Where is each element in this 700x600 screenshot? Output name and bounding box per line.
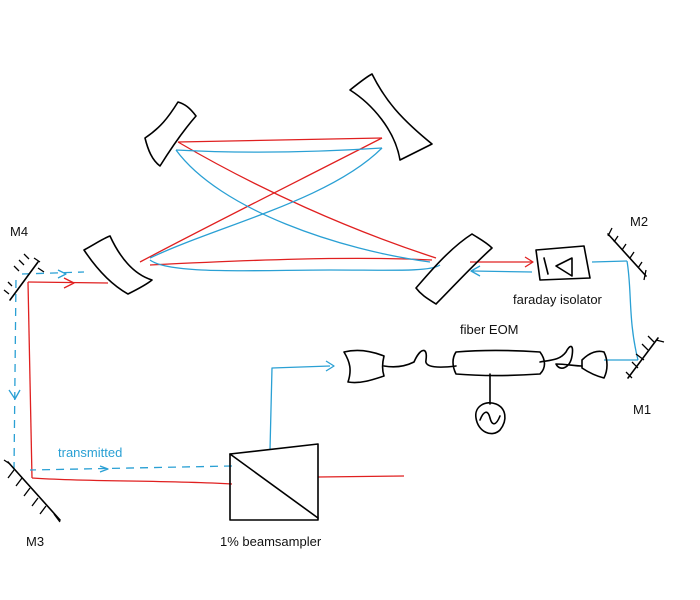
eom-output-coupler [581, 350, 608, 379]
red-cavity-bottom [149, 257, 433, 266]
blue-transmitted-horizontal [29, 465, 233, 471]
eom-fiber-right [539, 345, 583, 369]
eom-input-coupler [343, 349, 385, 384]
red-m3-to-sampler [31, 477, 233, 485]
eom-fiber-left [383, 349, 457, 368]
blue-cavity-cross-1 [175, 149, 431, 263]
mirror-m4 [3, 253, 45, 301]
blue-faraday-to-m2 [591, 260, 628, 263]
rf-sine-icon [479, 411, 501, 425]
label-faraday-isolator: faraday isolator [513, 292, 603, 307]
rf-source-circle [475, 402, 506, 435]
label-m4: M4 [10, 224, 28, 239]
red-m3-to-m4 [27, 281, 33, 479]
blue-from-faraday [471, 270, 533, 273]
blue-arrow-eom-in [325, 360, 335, 372]
blue-transmitted-vertical [13, 277, 17, 471]
red-cavity-top [177, 137, 383, 143]
beamsampler [229, 443, 319, 521]
fiber-eom [343, 345, 608, 435]
cavity-mirror-top-right [349, 73, 433, 161]
blue-arrow-m4 [57, 269, 67, 279]
cavity-mirror-bottom-left [83, 235, 153, 295]
blue-m4-dashed [21, 271, 85, 275]
blue-arrow-return [470, 265, 481, 277]
label-beamsampler: 1% beamsampler [220, 534, 322, 549]
red-cavity-cross-2 [139, 137, 383, 263]
blue-m2-to-m1 [626, 260, 639, 361]
cavity-mirror-top-left [144, 101, 197, 167]
blue-arrow-transmitted [99, 465, 109, 473]
red-sampler-out [317, 475, 405, 478]
mirror-m2 [607, 227, 647, 281]
label-m2: M2 [630, 214, 648, 229]
red-arrow-faraday [524, 256, 534, 268]
label-fiber-eom: fiber EOM [460, 322, 519, 337]
red-cavity-cross-1 [177, 141, 437, 259]
red-beam-path [27, 137, 534, 485]
label-m3: M3 [26, 534, 44, 549]
red-arrow-m4 [63, 277, 75, 289]
blue-beam-path [8, 147, 639, 473]
cavity-mirror-bottom-right [415, 233, 493, 305]
blue-arrow-down [8, 389, 21, 400]
label-transmitted: transmitted [58, 445, 122, 460]
mirror-m3 [3, 459, 61, 523]
label-m1: M1 [633, 402, 651, 417]
blue-cavity-cross-2 [149, 147, 383, 259]
blue-cavity-top [175, 147, 383, 153]
eom-modulator-body [452, 349, 546, 377]
faraday-isolator [535, 245, 591, 281]
blue-sampler-up [269, 365, 331, 451]
mirror-m1 [625, 335, 665, 379]
red-m4-to-mirror [27, 281, 109, 284]
blue-cavity-bottom [149, 259, 441, 272]
